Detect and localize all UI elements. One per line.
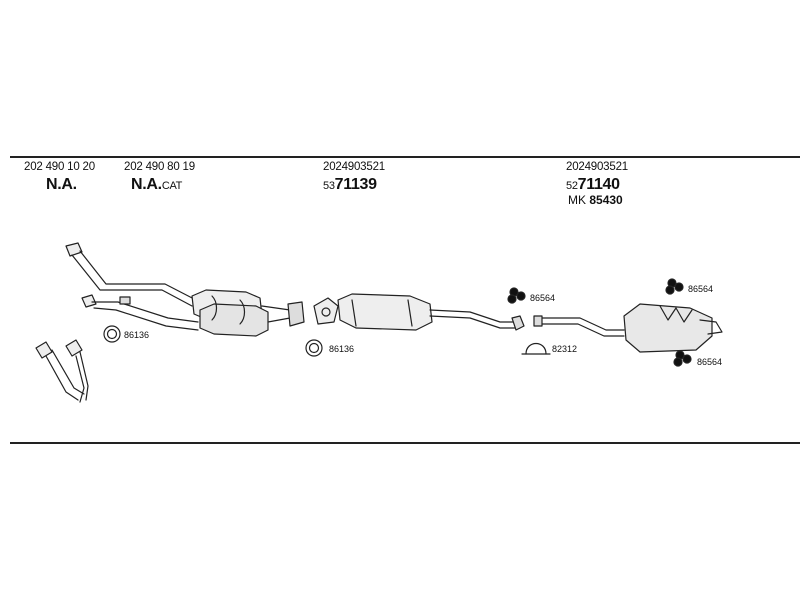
top-divider (10, 156, 800, 158)
rubber-mount-3 (673, 350, 692, 367)
kit-g4: MK 85430 (568, 193, 623, 207)
centre-silencer (337, 293, 525, 331)
part-label-clamp: 82312 (552, 344, 578, 354)
label-g1: N.A. (46, 176, 77, 193)
prefix-g4: 52 (566, 180, 578, 192)
bottom-divider (10, 442, 800, 444)
front-pipe-assembly (65, 242, 199, 331)
kit-number-g4: 85430 (589, 193, 623, 207)
catalytic-converters (191, 289, 305, 337)
u-clamp (521, 342, 551, 355)
rubber-mount-1 (507, 287, 526, 304)
part-label-gasket-2: 86136 (329, 344, 355, 354)
main-number-g3: 71139 (334, 176, 377, 193)
part-label-mount-1: 86564 (530, 293, 556, 303)
loose-y-pipe (35, 339, 89, 403)
part-ref-g3: 2024903521 (323, 161, 385, 173)
gasket-ring-2 (305, 339, 323, 357)
number-g4: 5271140 (566, 176, 620, 194)
rubber-mount-2 (665, 278, 684, 295)
part-ref-g2: 202 490 80 19 (124, 161, 195, 173)
part-ref-g4: 2024903521 (566, 161, 628, 173)
label-g2-main: N.A. (131, 176, 162, 193)
label-g2: N.A.CAT (131, 176, 182, 194)
number-g3: 5371139 (323, 176, 377, 194)
kit-prefix-g4: MK (568, 193, 586, 207)
part-label-mount-3: 86564 (697, 357, 723, 367)
part-label-gasket-1: 86136 (124, 330, 150, 340)
link-flange (313, 297, 339, 325)
label-g2-suffix: CAT (161, 180, 183, 192)
prefix-g3: 53 (323, 180, 335, 192)
gasket-ring-1 (103, 325, 121, 343)
rear-silencer (533, 303, 723, 353)
main-number-g4: 71140 (577, 176, 620, 193)
part-ref-g1: 202 490 10 20 (24, 161, 95, 173)
part-label-mount-2: 86564 (688, 284, 714, 294)
